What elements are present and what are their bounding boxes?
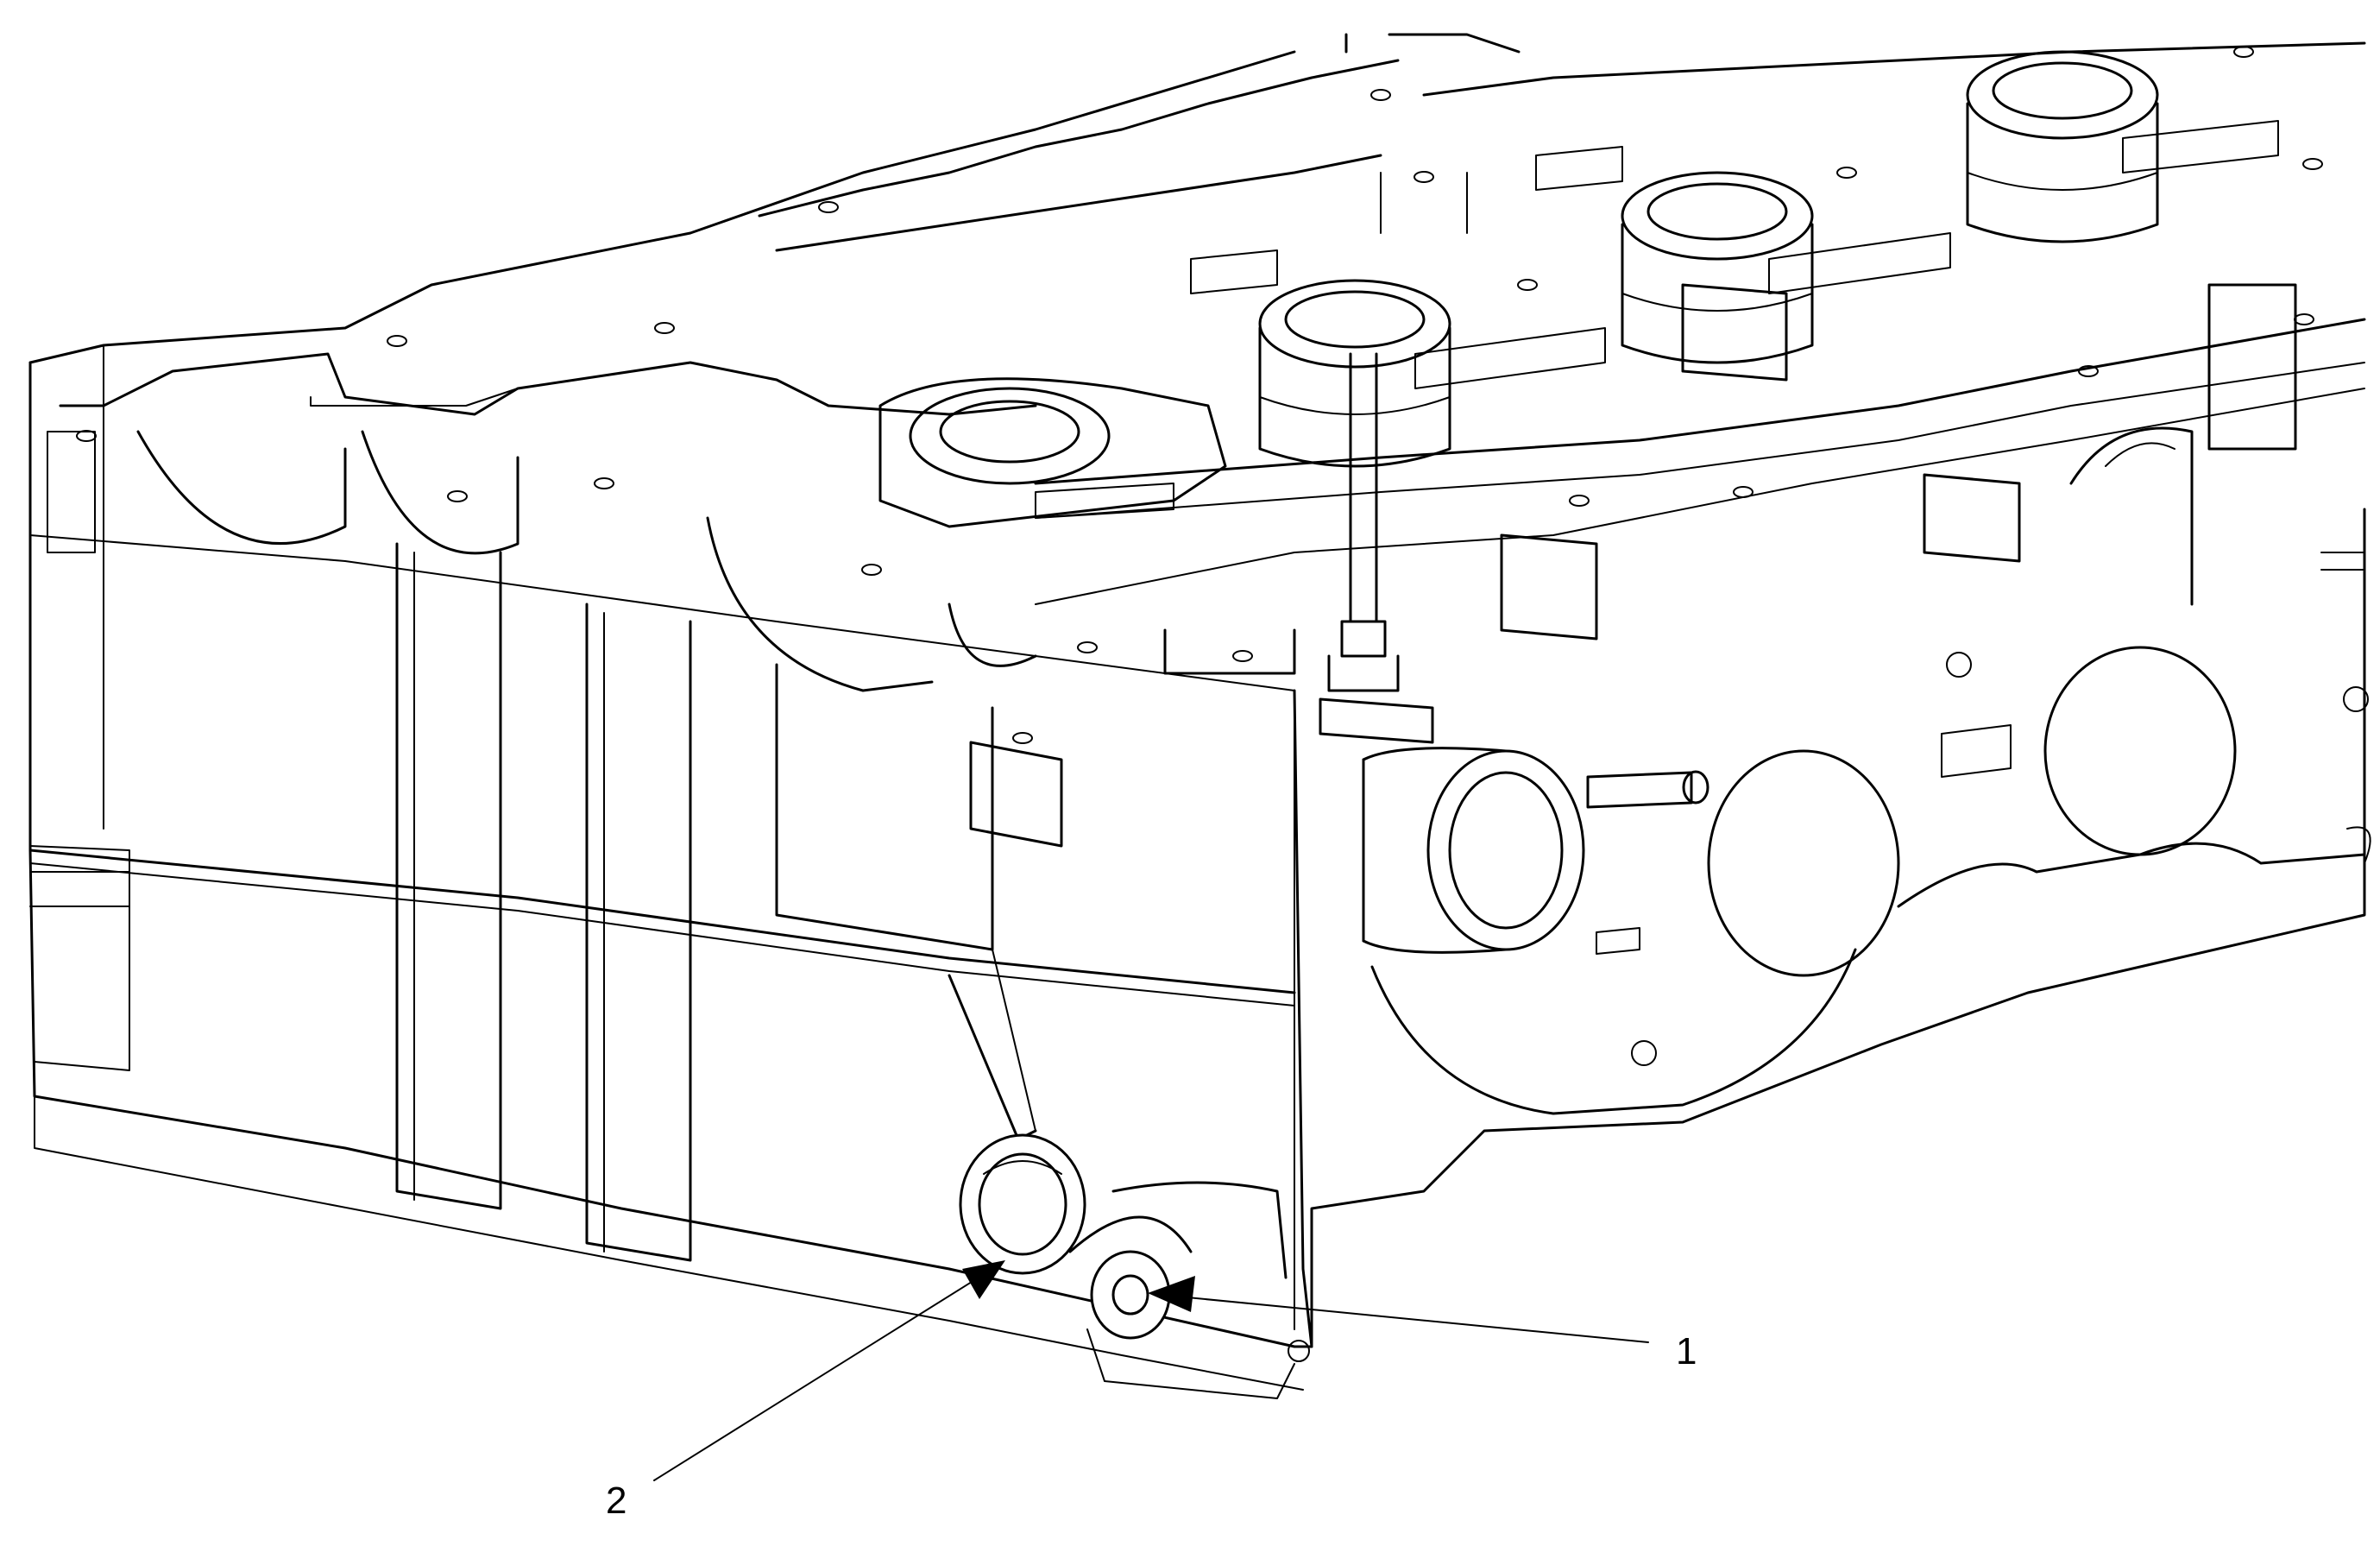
vertical-ribs: [395, 542, 1295, 1330]
callout-2: 2: [606, 1260, 1005, 1522]
callout-1-label: 1: [1676, 1330, 1697, 1373]
top-deck-rails: [47, 33, 2366, 605]
deck-bolt-holes: [76, 46, 2323, 744]
callout-2-label: 2: [606, 1480, 626, 1522]
cylinder-head-block: [28, 50, 2366, 1391]
injector-stem: [1319, 352, 1434, 744]
bolt-bosses: [969, 283, 2297, 848]
valve-pockets: [878, 50, 2159, 528]
rocker-arms: [1035, 120, 2279, 519]
callout-2-arrowhead: [962, 1260, 1005, 1299]
coolant-outlet: [1362, 747, 1585, 954]
side-ports: [1370, 646, 2371, 1115]
callout-1-arrowhead: [1148, 1276, 1195, 1312]
dowel-pin: [1586, 552, 2365, 809]
cam-bearing-arches: [136, 426, 2194, 692]
large-port-bore: [959, 1133, 1086, 1275]
callout-1: 1: [1148, 1276, 1697, 1373]
